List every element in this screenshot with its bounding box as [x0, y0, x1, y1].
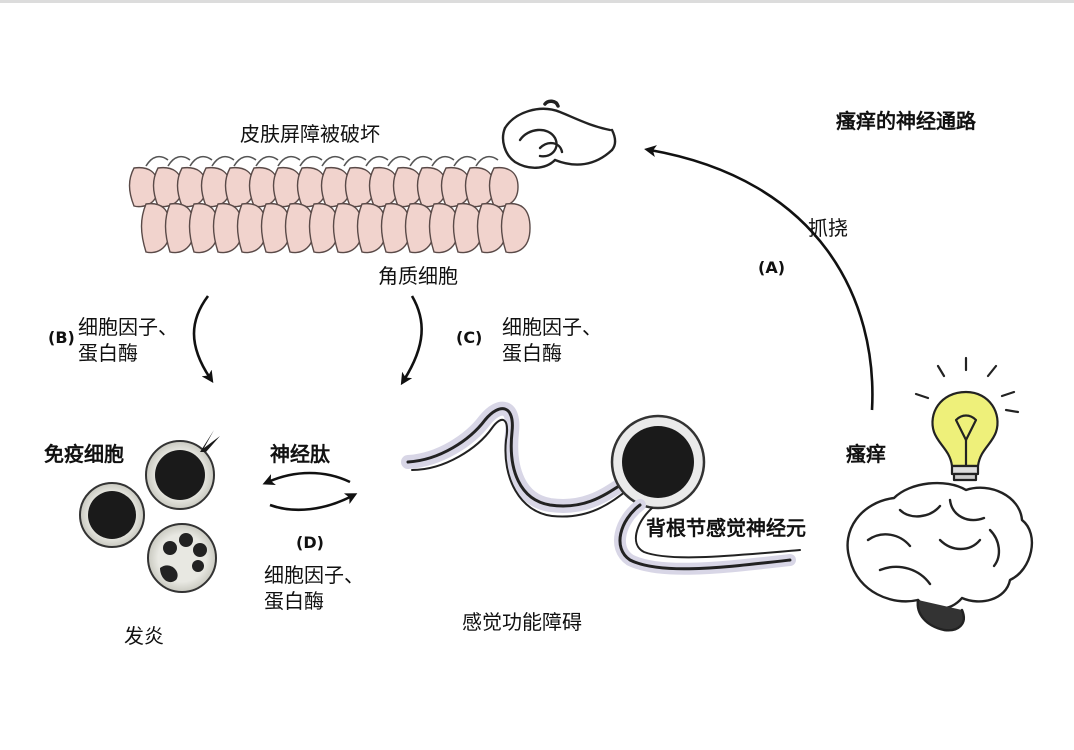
- skin-flake: [145, 155, 169, 167]
- skin-flake: [387, 155, 411, 167]
- skin-flake: [321, 155, 345, 167]
- cytokines-d-line1: 细胞因子、: [264, 563, 364, 587]
- marker-b: (B): [48, 328, 75, 347]
- cytokines-c-line2: 蛋白酶: [502, 341, 562, 365]
- skin-flake: [343, 155, 367, 167]
- skin-flake: [277, 155, 301, 167]
- cytokines-label-c: 细胞因子、 蛋白酶: [502, 314, 602, 366]
- immune-cells-label: 免疫细胞: [44, 442, 124, 466]
- cytokines-c-line1: 细胞因子、: [502, 315, 602, 339]
- scratch-label: 抓挠: [808, 216, 848, 240]
- immune-cells-icon: [79, 430, 220, 593]
- brain-icon: [846, 481, 1034, 632]
- lightbulb-icon: [914, 356, 1020, 482]
- skin-flake: [167, 155, 191, 167]
- itch-label: 瘙痒: [846, 442, 886, 466]
- keratinocyte-cell: [212, 202, 243, 254]
- top-border: [0, 0, 1074, 3]
- cytokines-label-d: 细胞因子、 蛋白酶: [264, 562, 364, 614]
- neuropeptide-label: 神经肽: [270, 442, 330, 466]
- keratinocyte-cell: [188, 202, 219, 254]
- inflammation-label: 发炎: [124, 624, 164, 648]
- arrow-a: [644, 145, 874, 411]
- drg-neuron-label: 背根节感觉神经元: [646, 516, 806, 540]
- skin-flake: [233, 155, 257, 167]
- cytokines-b-line1: 细胞因子、: [78, 315, 178, 339]
- keratinocyte-label: 角质细胞: [378, 264, 458, 288]
- skin-flake: [409, 155, 433, 167]
- keratinocyte-cell: [164, 202, 195, 254]
- keratinocyte-cell: [332, 202, 363, 254]
- keratinocyte-cell: [500, 202, 531, 254]
- skin-flake: [211, 155, 235, 167]
- skin-flake: [365, 155, 389, 167]
- keratinocyte-cell: [308, 202, 339, 254]
- arrow-d-left: [262, 471, 351, 486]
- keratinocyte-cell: [236, 202, 267, 254]
- arrow-d-right: [269, 493, 358, 512]
- keratinocyte-cell: [452, 202, 483, 254]
- scratching-hand-icon: [501, 99, 617, 169]
- skin-flake: [299, 155, 323, 167]
- arrow-c: [400, 295, 423, 386]
- diagram-title: 瘙痒的神经通路: [836, 109, 976, 133]
- marker-a: (A): [758, 258, 786, 277]
- keratinocyte-cell: [476, 202, 507, 254]
- keratinocyte-cell: [428, 202, 459, 254]
- skin-flake: [189, 155, 213, 167]
- skin-flake: [255, 155, 279, 167]
- arrow-b: [192, 295, 214, 383]
- cytokines-d-line2: 蛋白酶: [264, 589, 324, 613]
- keratinocyte-cell: [488, 166, 519, 208]
- skin-flake: [453, 155, 477, 167]
- marker-c: (C): [456, 328, 483, 347]
- keratinocyte-cell: [284, 202, 315, 254]
- sensory-dysfunction-label: 感觉功能障碍: [462, 610, 582, 634]
- cytokines-label-b: 细胞因子、 蛋白酶: [78, 314, 178, 366]
- drg-neuron-icon: [401, 401, 801, 575]
- skin-layer-icon: [128, 155, 531, 254]
- keratinocyte-cell: [404, 202, 435, 254]
- skin-barrier-label: 皮肤屏障被破坏: [240, 122, 380, 146]
- keratinocyte-cell: [260, 202, 291, 254]
- keratinocyte-cell: [140, 202, 171, 254]
- marker-d: (D): [296, 533, 324, 552]
- keratinocyte-cell: [380, 202, 411, 254]
- skin-flake: [475, 155, 499, 167]
- skin-flake: [431, 155, 455, 167]
- cytokines-b-line2: 蛋白酶: [78, 341, 138, 365]
- keratinocyte-cell: [356, 202, 387, 254]
